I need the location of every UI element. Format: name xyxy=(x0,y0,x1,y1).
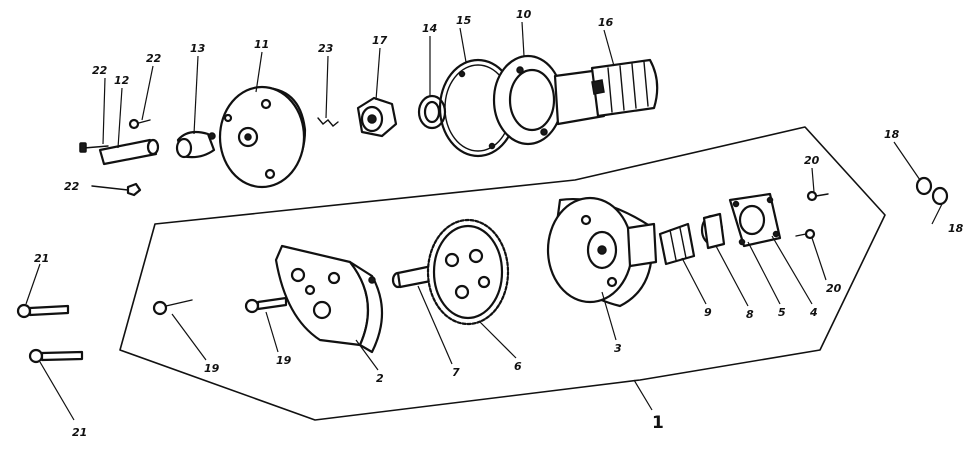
label-14: 14 xyxy=(422,22,437,35)
knob-13 xyxy=(175,130,216,159)
label-22b: 22 xyxy=(146,52,162,65)
label-19b: 19 xyxy=(276,354,292,367)
label-18a: 18 xyxy=(884,128,900,141)
leader-lines xyxy=(25,21,943,421)
screw-21-upper xyxy=(16,303,70,319)
end-plate-5-4 xyxy=(728,192,782,248)
cover-plate-11 xyxy=(218,85,307,189)
label-19a: 19 xyxy=(204,362,220,375)
label-20b: 20 xyxy=(826,282,842,295)
label-23: 23 xyxy=(318,42,334,55)
label-5: 5 xyxy=(778,306,786,319)
label-6: 6 xyxy=(514,360,522,373)
assembly-outline xyxy=(119,126,886,421)
screw-19-right xyxy=(244,296,288,314)
spindle-9 xyxy=(658,222,696,266)
screw-20-upper xyxy=(806,190,829,202)
label-20a: 20 xyxy=(804,154,820,167)
gear-shaft-7 xyxy=(391,264,438,289)
rings-18 xyxy=(915,176,949,206)
housing-2 xyxy=(274,244,384,354)
screw-22-top-left xyxy=(79,142,109,153)
label-9: 9 xyxy=(704,306,712,319)
label-11: 11 xyxy=(254,38,269,51)
screw-21-lower xyxy=(28,348,84,364)
label-1: 1 xyxy=(652,413,664,433)
label-16: 16 xyxy=(598,16,614,29)
label-2: 2 xyxy=(376,372,384,385)
gear-6 xyxy=(426,218,510,326)
ring-14 xyxy=(417,94,447,130)
screw-22-top-right xyxy=(128,118,151,130)
label-12: 12 xyxy=(114,74,130,87)
drive-shaft-16 xyxy=(553,58,659,126)
label-13: 13 xyxy=(190,42,206,55)
label-21a: 21 xyxy=(34,252,49,265)
label-18b: 18 xyxy=(948,222,964,235)
screw-19-left xyxy=(152,299,193,316)
label-21b: 21 xyxy=(72,426,87,439)
label-8: 8 xyxy=(746,308,754,321)
label-22c: 22 xyxy=(64,180,80,193)
screw-22-bottom xyxy=(91,182,142,197)
label-7: 7 xyxy=(452,366,460,379)
nut-17 xyxy=(356,96,398,138)
label-3: 3 xyxy=(614,342,622,355)
label-17: 17 xyxy=(372,34,388,47)
label-10: 10 xyxy=(516,8,532,21)
coupling-8 xyxy=(700,212,726,250)
label-4: 4 xyxy=(809,306,818,319)
label-15: 15 xyxy=(456,14,472,27)
casing-3 xyxy=(546,196,658,308)
screw-20-lower xyxy=(795,228,816,240)
spring-pin-23 xyxy=(317,117,339,127)
flange-10 xyxy=(492,54,564,146)
label-22a: 22 xyxy=(92,64,108,77)
shaft-pin-12 xyxy=(98,138,160,166)
